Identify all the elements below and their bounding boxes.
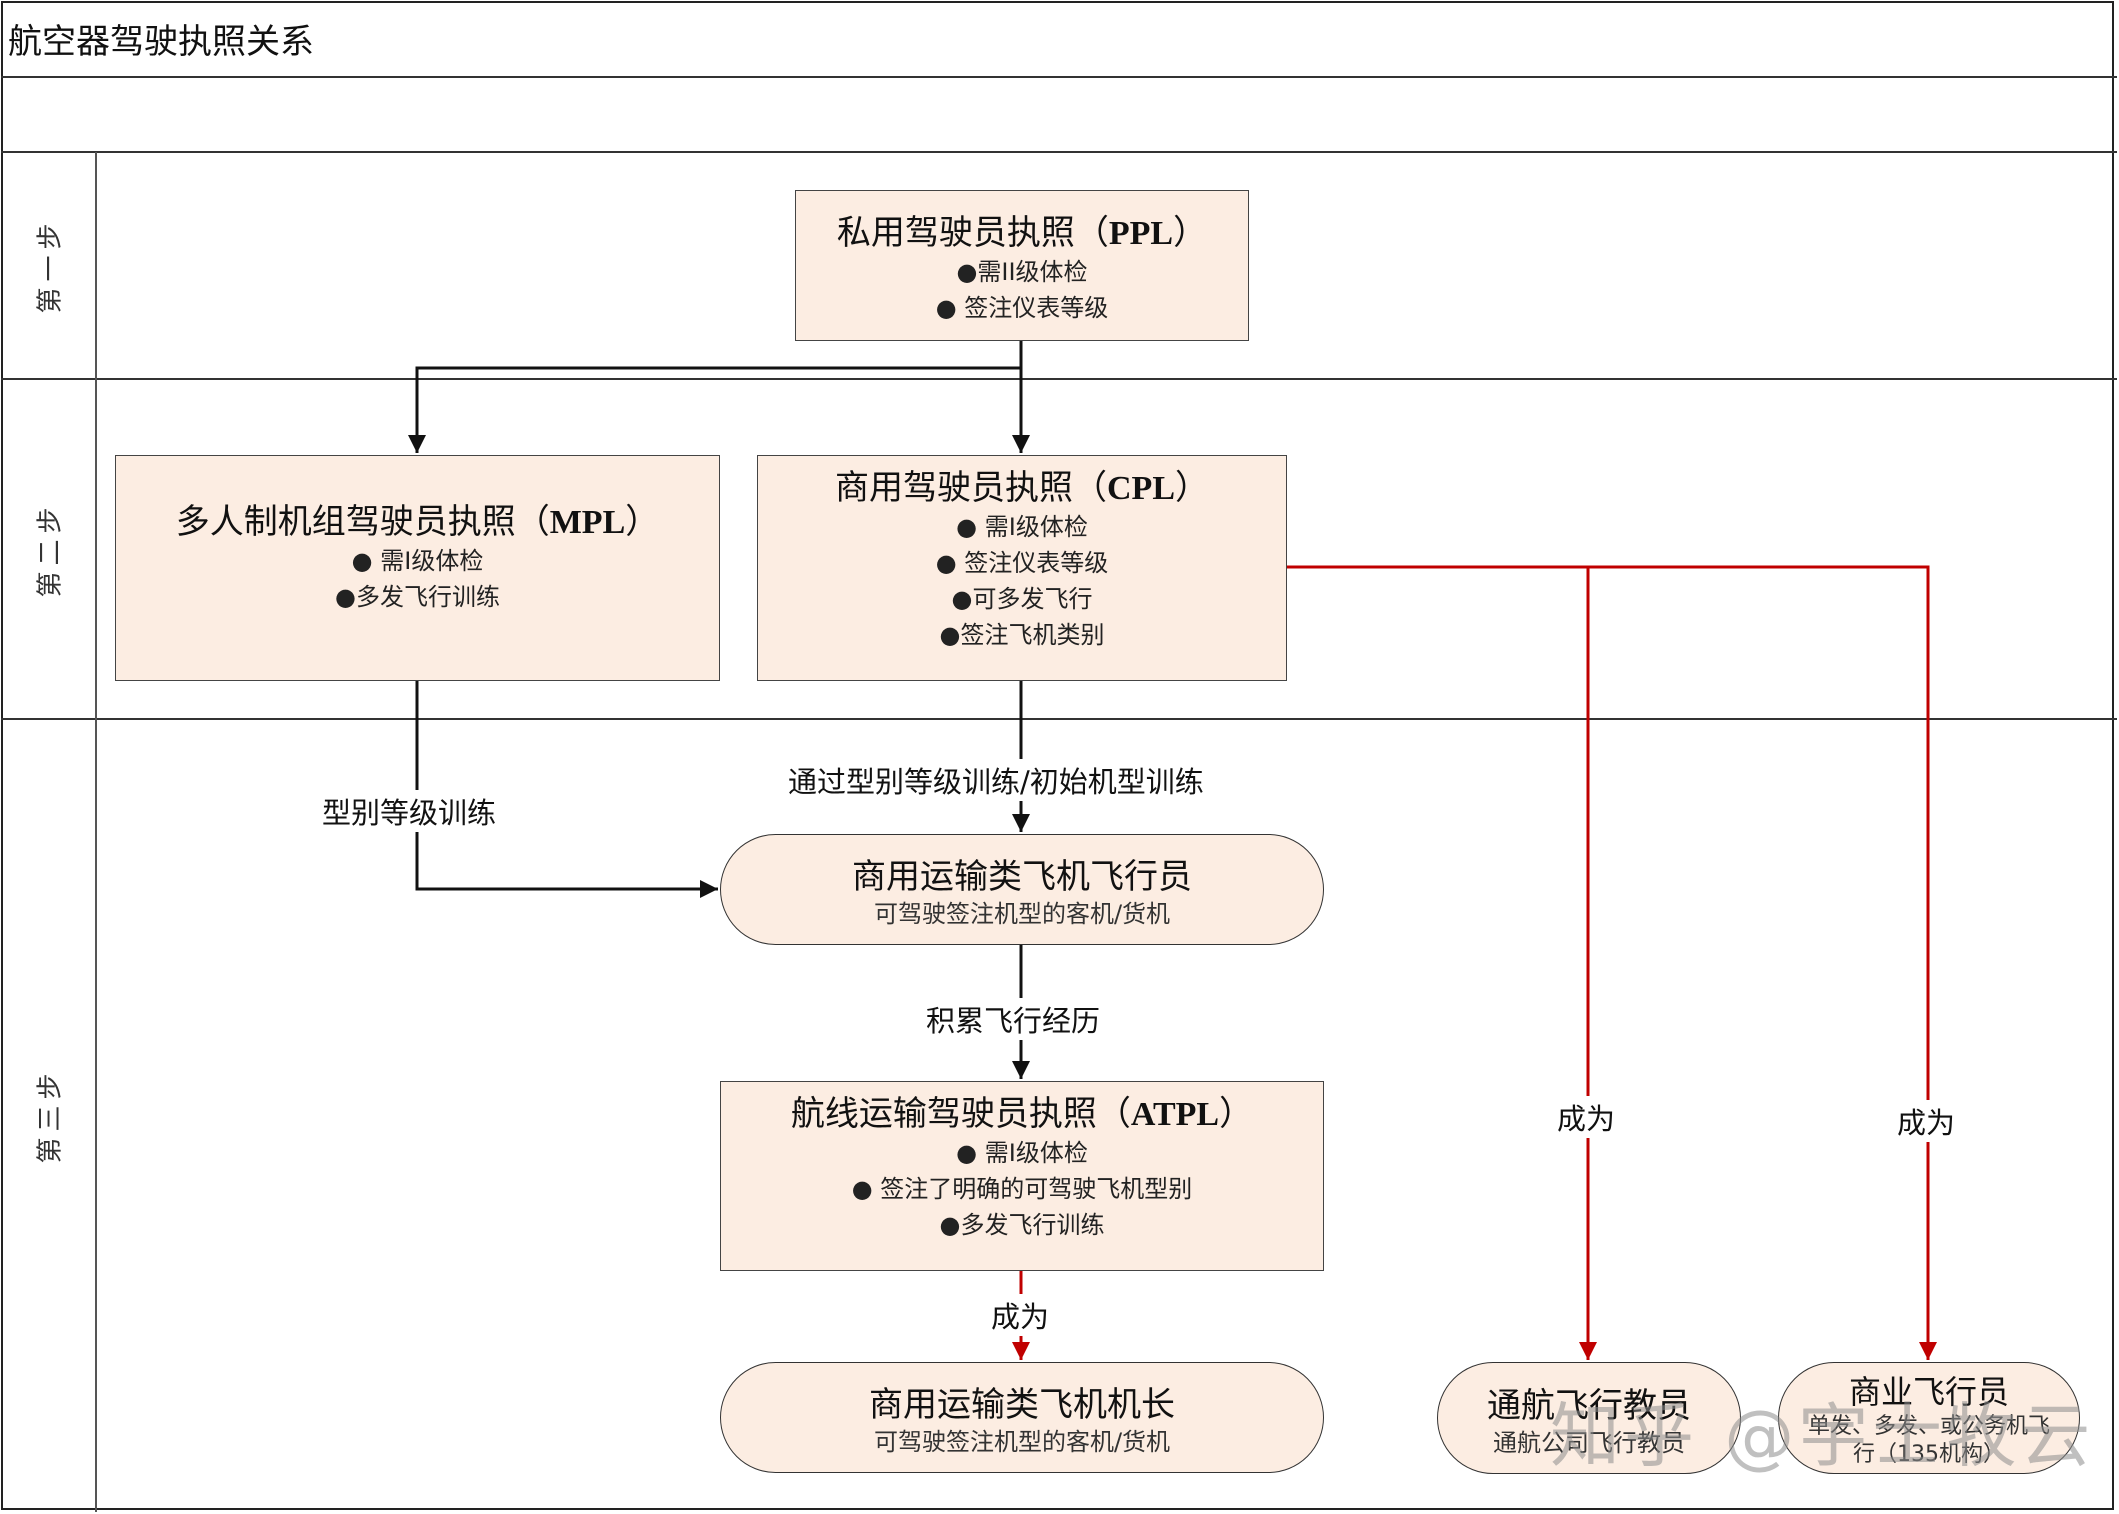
node-bullet: ● 签注仪表等级 xyxy=(935,549,1109,577)
edge-label-transport-to-atpl: 积累飞行经历 xyxy=(922,998,1105,1040)
node-mpl[interactable]: 多人制机组驾驶员执照（MPL） ● 需I级体检 ●多发飞行训练 xyxy=(115,455,720,681)
node-title: 商用驾驶员执照（CPL） xyxy=(835,468,1209,508)
node-title: 商用运输类飞机飞行员 xyxy=(852,857,1192,897)
node-bullet: ● 需I级体检 xyxy=(956,1139,1088,1167)
lane-label-column-divider xyxy=(95,152,97,1512)
lane-label-step1: 第一步 xyxy=(0,152,96,378)
edge-label-mpl-to-transport: 型别等级训练 xyxy=(318,790,501,832)
node-bullet: ●签注飞机类别 xyxy=(939,621,1105,649)
node-bullet: ● 签注仪表等级 xyxy=(935,294,1109,322)
lane-divider-2 xyxy=(1,718,2117,720)
node-title: 通航飞行教员 xyxy=(1487,1385,1691,1426)
node-title: 商业飞行员 xyxy=(1848,1373,2009,1411)
watermark: 知乎 @宇士牧云 xyxy=(1550,1395,2095,1477)
lane-label-step3: 第三步 xyxy=(0,719,96,1512)
node-subtitle: 可驾驶签注机型的客机/货机 xyxy=(873,1428,1171,1456)
node-bullet: ●多发飞行训练 xyxy=(335,583,500,611)
lane-label-step2: 第二步 xyxy=(0,379,96,719)
node-transport-pilot[interactable]: 商用运输类飞机飞行员 可驾驶签注机型的客机/货机 xyxy=(720,834,1324,945)
diagram-title: 航空器驾驶执照关系 xyxy=(8,22,314,62)
node-atpl[interactable]: 航线运输驾驶员执照（ATPL） ● 需I级体检 ● 签注了明确的可驾驶飞机型别 … xyxy=(720,1081,1324,1271)
node-bullet: ● 签注了明确的可驾驶飞机型别 xyxy=(851,1175,1193,1203)
node-title: 航线运输驾驶员执照（ATPL） xyxy=(790,1094,1254,1134)
node-captain[interactable]: 商用运输类飞机机长 可驾驶签注机型的客机/货机 xyxy=(720,1362,1324,1473)
edge-label-atpl-to-captain: 成为 xyxy=(987,1294,1054,1336)
edge-label-cpl-to-transport: 通过型别等级训练/初始机型训练 xyxy=(784,759,1208,801)
node-subtitle: 单发、多发、或公务机飞行（135机构） xyxy=(1807,1414,2050,1467)
node-commercial-pilot[interactable]: 商业飞行员 单发、多发、或公务机飞行（135机构） xyxy=(1778,1362,2080,1474)
node-ga-instructor[interactable]: 通航飞行教员 通航公司飞行教员 xyxy=(1437,1362,1741,1474)
node-title: 私用驾驶员执照（PPL） xyxy=(836,213,1208,253)
lane-label-text: 第三步 xyxy=(35,1067,66,1164)
node-bullet: ● 需I级体检 xyxy=(956,513,1088,541)
node-subtitle: 可驾驶签注机型的客机/货机 xyxy=(873,900,1171,928)
edge-label-cpl-to-commercial: 成为 xyxy=(1893,1100,1960,1142)
node-bullet: ● 需I级体检 xyxy=(351,547,484,575)
node-cpl[interactable]: 商用驾驶员执照（CPL） ● 需I级体检 ● 签注仪表等级 ●可多发飞行 ●签注… xyxy=(757,455,1287,681)
node-title: 多人制机组驾驶员执照（MPL） xyxy=(175,502,660,542)
node-bullet: ●多发飞行训练 xyxy=(939,1211,1105,1239)
title-row-divider xyxy=(1,76,2117,78)
node-ppl[interactable]: 私用驾驶员执照（PPL） ●需II级体检 ● 签注仪表等级 xyxy=(795,190,1249,341)
header-row-divider xyxy=(1,151,2117,153)
lane-label-text: 第二步 xyxy=(35,500,66,598)
lane-divider-1 xyxy=(1,378,2117,380)
node-subtitle: 通航公司飞行教员 xyxy=(1493,1428,1685,1457)
node-bullet: ●需II级体检 xyxy=(956,258,1088,286)
node-title: 商用运输类飞机机长 xyxy=(869,1385,1175,1425)
edge-label-cpl-to-ga-instructor: 成为 xyxy=(1553,1096,1620,1138)
node-bullet: ●可多发飞行 xyxy=(951,585,1093,613)
lane-label-text: 第一步 xyxy=(35,216,66,314)
